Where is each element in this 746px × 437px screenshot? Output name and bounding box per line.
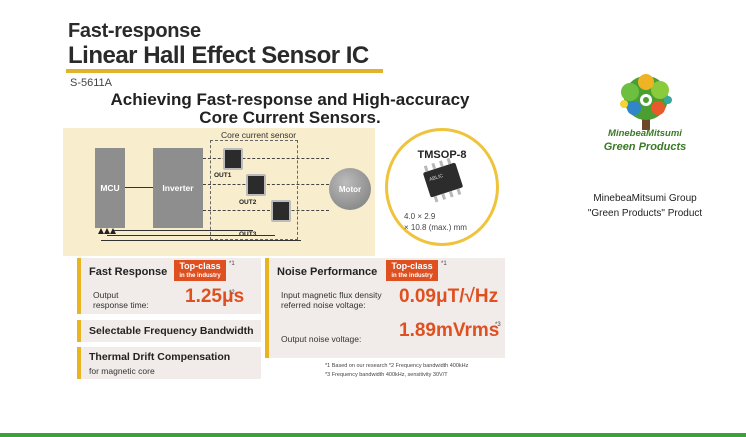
arrow-up-icon — [110, 228, 116, 234]
headline-line2: Core Current Sensors. — [199, 108, 381, 127]
inverter-block: Inverter — [153, 148, 203, 228]
badge-line1: Top-class — [179, 261, 221, 271]
bandwidth-title: Selectable Frequency Bandwidth — [89, 325, 254, 337]
core-sensor-box — [210, 140, 298, 240]
flux-noise-label-line2: referred noise voltage: — [281, 300, 366, 310]
headline: Achieving Fast-response and High-accurac… — [80, 91, 500, 127]
fast-response-panel: Fast Response Top-class in the industry … — [77, 258, 261, 314]
badge-footnote-ref: *1 — [229, 261, 235, 267]
response-time-footnote-ref: *2 — [229, 290, 235, 296]
output-noise-footnote-ref: *3 — [495, 322, 501, 328]
chip-pin — [441, 193, 447, 200]
phase-line-1 — [203, 158, 329, 159]
response-time-label-line2: response time: — [93, 300, 149, 310]
chip-pin — [433, 195, 439, 203]
system-diagram: MCU Inverter Core current sensor OUT1 OU… — [63, 128, 375, 256]
chip-pin — [448, 190, 454, 198]
footnotes: *1 Based on our research *2 Frequency ba… — [325, 362, 515, 380]
core-sensor-label: Core current sensor — [221, 130, 297, 140]
arrow-up-icon — [98, 228, 104, 234]
motor-block: Motor — [329, 168, 371, 210]
flux-noise-value: 0.09μT/√Hz — [399, 286, 499, 307]
group-text: MinebeaMitsumi Group — [593, 193, 697, 204]
thermal-title: Thermal Drift Compensation — [89, 351, 231, 363]
response-time-value: 1.25μs — [185, 286, 245, 307]
mcu-inverter-line — [125, 187, 153, 188]
product-text: "Green Products" Product — [587, 208, 703, 219]
badge-footnote-ref: *1 — [441, 261, 447, 267]
phase-line-2 — [203, 184, 329, 185]
noise-panel: Noise Performance Top-class in the indus… — [265, 258, 505, 358]
fast-response-title: Fast Response — [89, 266, 168, 278]
title-underline — [66, 69, 383, 73]
arrow-up-icon — [104, 228, 110, 234]
bottom-accent-line — [0, 433, 746, 437]
output-noise-label: Output noise voltage: — [281, 334, 362, 344]
badge-line2: in the industry — [179, 273, 221, 279]
chip-pin — [456, 188, 462, 195]
title-small: Fast-response — [68, 20, 201, 42]
output-noise-value: 1.89mVrms — [399, 320, 500, 341]
chip-pin — [431, 162, 437, 170]
footnote-line1: *1 Based on our research *2 Frequency ba… — [325, 363, 469, 369]
phase-line-3 — [203, 210, 329, 211]
chip-illustration: ABLIC — [422, 157, 464, 203]
chip-marking: ABLIC — [428, 172, 445, 184]
chip-pin — [423, 165, 429, 172]
brand-program: Green Products — [603, 141, 687, 153]
feedback-line-1 — [101, 240, 301, 241]
package-callout: TMSOP-8 ABLIC 4.0 × 2.9 × 10.8 (max.) mm — [385, 128, 499, 246]
out2-label: OUT2 — [239, 199, 257, 206]
flux-noise-label: Input magnetic flux density referred noi… — [281, 290, 382, 310]
response-time-label: Output response time: — [93, 290, 149, 310]
badge-line1: Top-class — [391, 261, 433, 271]
package-dimensions-1: 4.0 × 2.9 — [404, 212, 436, 221]
thermal-panel: Thermal Drift Compensation for magnetic … — [77, 347, 261, 379]
hall-sensor-2 — [246, 174, 266, 196]
mcu-block: MCU — [95, 148, 125, 228]
thermal-subtitle: for magnetic core — [89, 366, 155, 376]
flux-noise-label-line1: Input magnetic flux density — [281, 290, 382, 300]
package-dimensions-2: × 10.8 (max.) mm — [404, 223, 467, 232]
badge-line2: in the industry — [391, 273, 433, 279]
brand-company: MinebeaMitsumi — [608, 128, 682, 139]
bandwidth-panel: Selectable Frequency Bandwidth — [77, 320, 261, 342]
headline-line1: Achieving Fast-response and High-accurac… — [110, 90, 470, 109]
hall-sensor-3 — [271, 200, 291, 222]
package-name: TMSOP-8 — [417, 149, 467, 161]
title-large: Linear Hall Effect Sensor IC — [68, 42, 369, 69]
motor-label: Motor — [338, 184, 362, 194]
chip-pin — [439, 160, 444, 168]
top-class-badge: Top-class in the industry — [174, 260, 226, 281]
response-time-label-line1: Output — [93, 290, 119, 300]
footnote-line2: *3 Frequency bandwidth 400kHz, sensitivi… — [325, 372, 448, 378]
part-number: S-5611A — [70, 77, 112, 89]
feedback-line-2 — [107, 235, 275, 236]
hall-sensor-1 — [223, 148, 243, 170]
top-class-badge: Top-class in the industry — [386, 260, 438, 281]
out3-label: OUT3 — [239, 231, 256, 238]
feedback-line-3 — [113, 230, 253, 231]
green-products-tree-icon — [620, 74, 672, 130]
noise-title: Noise Performance — [277, 266, 378, 278]
out1-label: OUT1 — [214, 172, 232, 179]
